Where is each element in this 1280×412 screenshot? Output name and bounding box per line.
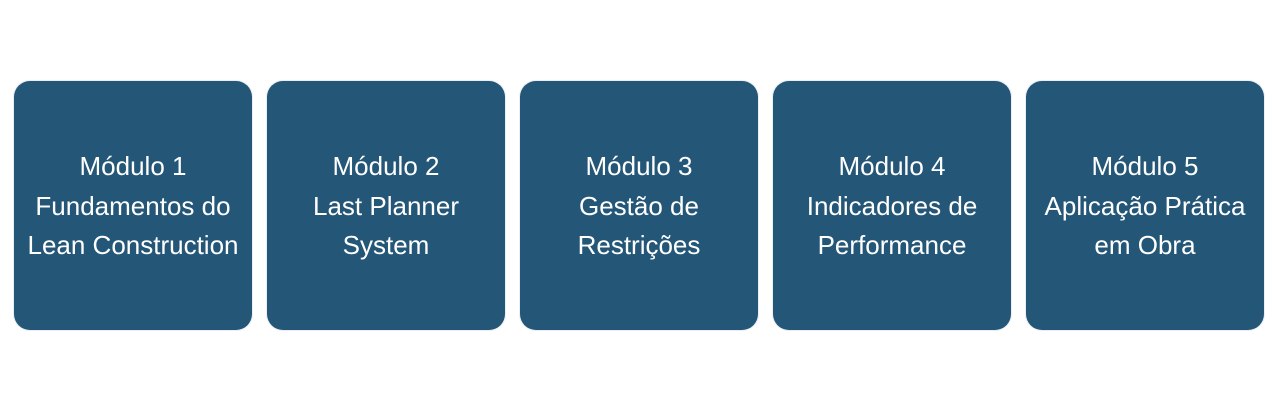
module-card-3: Módulo 3 Gestão de Restrições — [520, 81, 758, 330]
module-2-title: Módulo 2 — [332, 151, 440, 182]
module-5-line-3: em Obra — [1094, 230, 1196, 261]
module-3-line-2: Gestão de — [579, 190, 699, 221]
module-1-title: Módulo 1 — [79, 151, 187, 182]
module-3-text: Módulo 3 Gestão de Restrições — [578, 147, 701, 266]
module-4-text: Módulo 4 Indicadores de Performance — [807, 147, 978, 266]
module-4-line-2: Indicadores de — [806, 190, 978, 221]
module-2-text: Módulo 2 Last Planner System — [313, 147, 459, 266]
module-1-text: Módulo 1 Fundamentos do Lean Constructio… — [27, 147, 238, 266]
module-card-1: Módulo 1 Fundamentos do Lean Constructio… — [14, 81, 252, 330]
module-5-title: Módulo 5 — [1091, 151, 1199, 182]
module-card-4: Módulo 4 Indicadores de Performance — [773, 81, 1011, 330]
module-2-line-3: System — [342, 230, 430, 261]
module-card-2: Módulo 2 Last Planner System — [267, 81, 505, 330]
module-1-line-2: Fundamentos do — [35, 190, 231, 221]
module-4-title: Módulo 4 — [838, 151, 946, 182]
module-5-text: Módulo 5 Aplicação Prática em Obra — [1045, 147, 1246, 266]
module-1-line-3: Lean Construction — [27, 230, 239, 261]
module-4-line-3: Performance — [817, 230, 967, 261]
module-flow: Módulo 1 Fundamentos do Lean Constructio… — [14, 81, 1264, 330]
module-2-line-2: Last Planner — [313, 190, 459, 221]
module-3-title: Módulo 3 — [585, 151, 693, 182]
module-card-5: Módulo 5 Aplicação Prática em Obra — [1026, 81, 1264, 330]
module-5-line-2: Aplicação Prática — [1044, 190, 1246, 221]
module-3-line-3: Restrições — [577, 230, 701, 261]
